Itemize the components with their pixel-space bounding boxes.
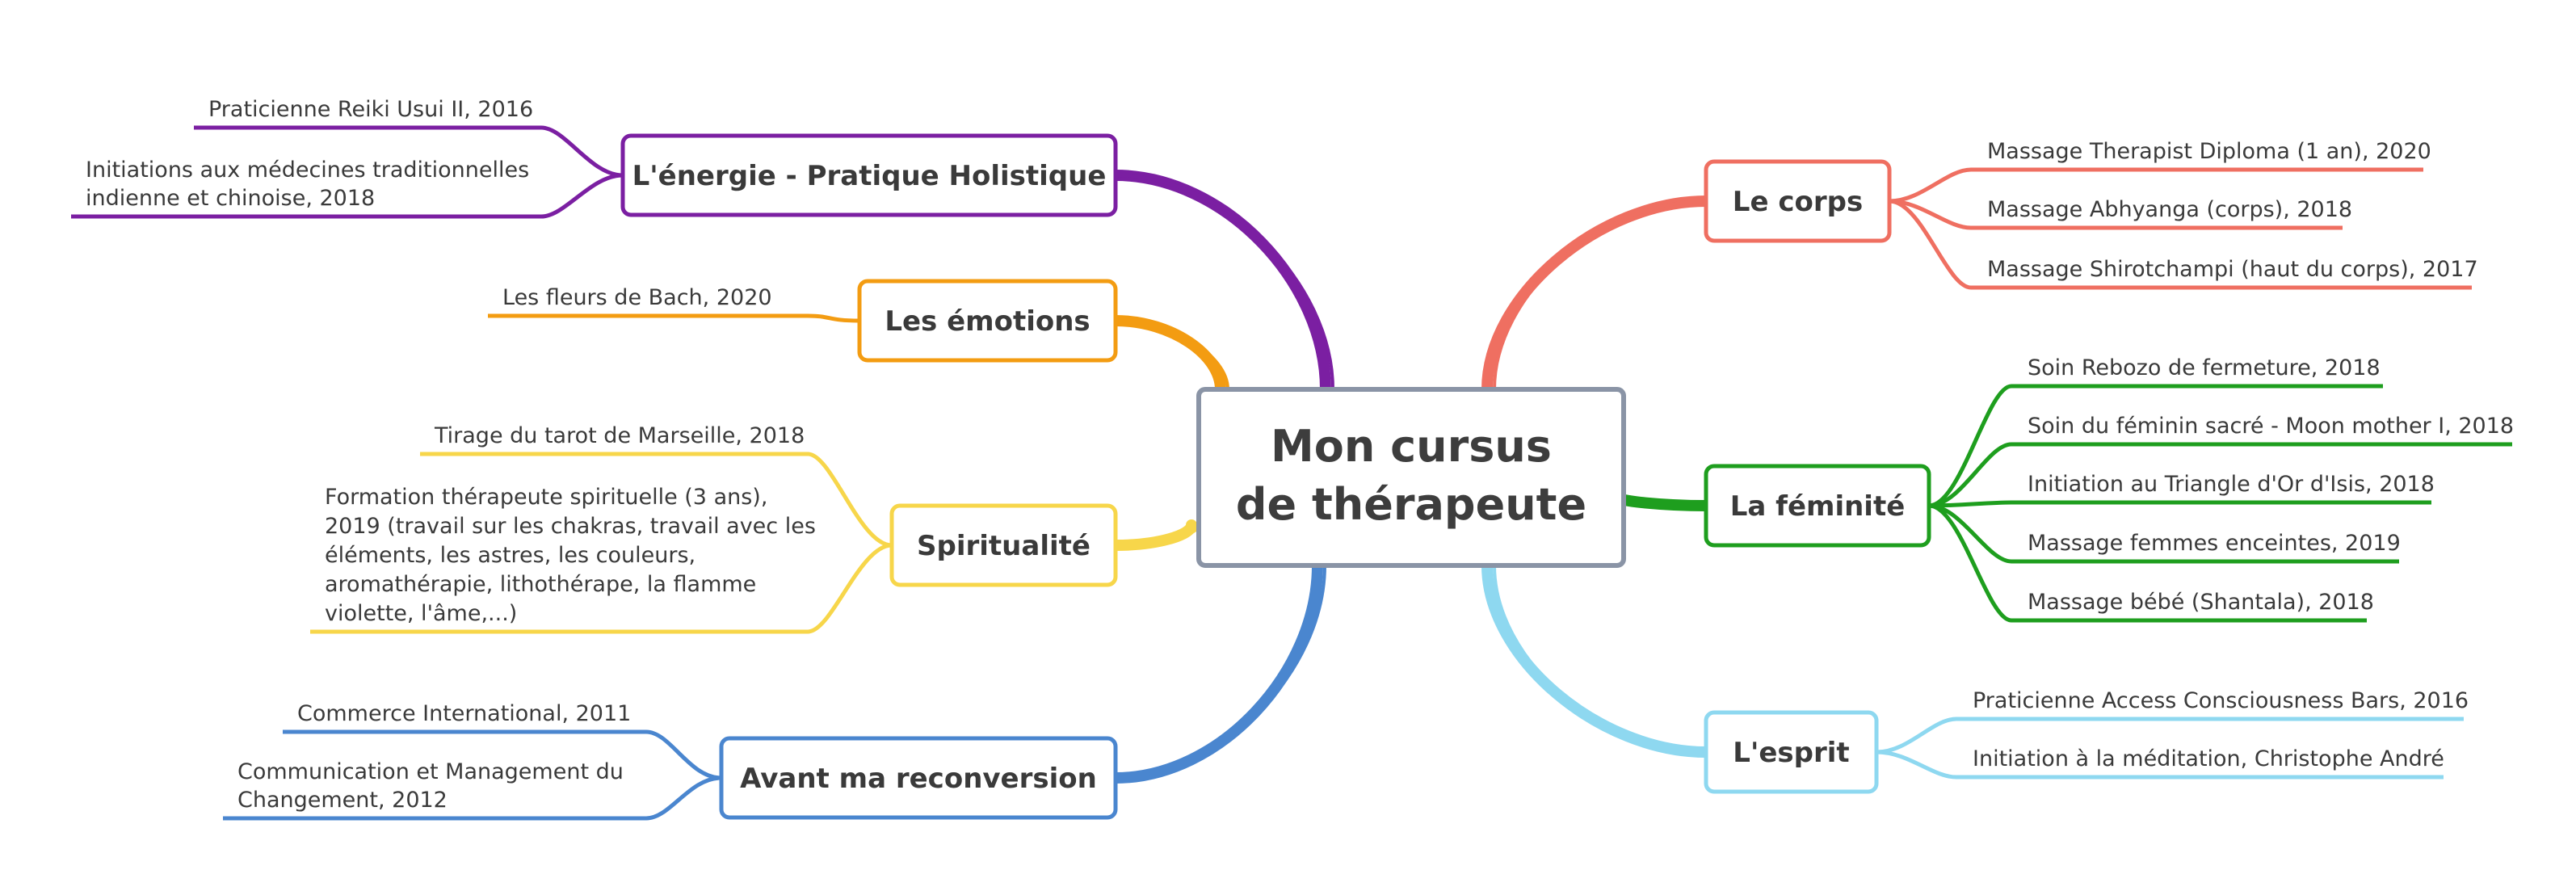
leaf-text-line: Commerce International, 2011 [297,701,631,726]
leaf-connector [1876,750,1957,780]
central-topic-line: de thérapeute [1236,479,1586,530]
branch-connector-esprit [1481,560,1712,758]
leaf-connector [1876,717,1957,754]
topic-label-spiritualite: Spiritualité [917,530,1090,562]
topic-reconversion[interactable]: Avant ma reconversion [719,736,1118,820]
topic-corps[interactable]: Le corps [1704,159,1892,243]
topic-label-esprit: L'esprit [1733,737,1849,769]
leaf-text-line: Tirage du tarot de Marseille, 2018 [434,423,805,448]
leaf-connector [1928,384,2012,508]
leaf-connector [1928,503,2012,623]
leaf-text-line: Les fleurs de Bach, 2020 [502,285,772,310]
leaf-energie-1[interactable]: Initiations aux médecines traditionnelle… [71,158,624,219]
branch-connector-thin-energie [1115,174,1334,390]
leaf-connector [807,543,893,634]
leaf-text-line: violette, l'âme,...) [325,601,517,626]
leaf-text-line: Soin Rebozo de fermeture, 2018 [2028,355,2381,380]
leaf-text-line: Massage Therapist Diploma (1 an), 2020 [1987,139,2431,164]
leaf-connector [645,775,722,821]
branch-connector-thin-emotions [1115,319,1229,390]
topic-box-spiritualite [889,503,1118,587]
branch-connector-thin-corps [1493,200,1707,390]
leaf-connector [1928,442,2012,508]
topic-box-energie [620,133,1118,217]
topic-label-emotions: Les émotions [885,305,1090,338]
branch-connector-thin-esprit [1493,565,1707,754]
leaf-text-line: indienne et chinoise, 2018 [86,186,375,211]
leaf-corps-1[interactable]: Massage Abhyanga (corps), 2018 [1889,197,2352,230]
leaf-text-line: Massage bébé (Shantala), 2018 [2028,590,2374,615]
leaf-emotions-0[interactable]: Les fleurs de Bach, 2020 [488,285,860,323]
leaf-connector [540,125,624,178]
leaf-feminite-0[interactable]: Soin Rebozo de fermeture, 2018 [1928,355,2383,508]
leaf-reconversion-1[interactable]: Communication et Management du Changement… [223,759,722,821]
topic-label-feminite: La féminité [1730,490,1906,523]
leaf-text-line: 2019 (travail sur les chakras, travail a… [325,514,816,539]
central-topic-line: Mon cursus [1271,421,1552,472]
topic-layer: Mon cursus de thérapeute L'énergie - Prati… [620,133,1931,820]
leaf-text-line: Initiations aux médecines traditionnelle… [86,158,529,183]
leaf-connector [1889,199,1972,290]
topic-spiritualite[interactable]: Spiritualité [889,503,1118,587]
leaf-text-line: Initiation à la méditation, Christophe A… [1973,746,2444,771]
leaf-esprit-1[interactable]: Initiation à la méditation, Christophe A… [1876,746,2444,780]
leaf-corps-2[interactable]: Massage Shirotchampi (haut du corps), 20… [1889,199,2478,290]
leaf-connector [807,313,860,323]
topic-box-feminite [1704,464,1931,548]
branch-connector-corps [1481,195,1712,395]
leaf-reconversion-0[interactable]: Commerce International, 2011 [283,701,722,780]
leaf-connector [1889,167,1972,204]
leaf-text-line: Communication et Management du [237,759,624,784]
leaf-feminite-1[interactable]: Soin du féminin sacré - Moon mother I, 2… [1928,414,2514,508]
leaf-text-line: Initiation au Triangle d'Or d'Isis, 2018 [2028,472,2435,497]
topic-label-energie: L'énergie - Pratique Holistique [632,160,1107,192]
branch-connector-thin-reconversion [1115,565,1326,780]
leaf-text-line: Praticienne Reiki Usui II, 2016 [208,97,533,122]
leaf-text-line: éléments, les astres, les couleurs, [325,543,695,568]
leaf-text-line: Formation thérapeute spirituelle (3 ans)… [325,485,767,510]
topic-box-reconversion [719,736,1118,820]
leaf-energie-0[interactable]: Praticienne Reiki Usui II, 2016 [194,97,624,178]
leaf-esprit-0[interactable]: Praticienne Access Consciousness Bars, 2… [1876,688,2469,754]
topic-label-corps: Le corps [1733,186,1863,218]
leaf-text-line: Massage Abhyanga (corps), 2018 [1987,197,2352,222]
leaf-text-line: Praticienne Access Consciousness Bars, 2… [1973,688,2469,713]
leaf-text-line: aromathérapie, lithothérape, la flamme [325,572,756,597]
leaf-connector [807,452,893,548]
topic-energie[interactable]: L'énergie - Pratique Holistique [620,133,1118,217]
leaf-text-line: Massage femmes enceintes, 2019 [2028,531,2401,556]
topic-emotions[interactable]: Les émotions [857,279,1118,363]
leaf-layer: Praticienne Reiki Usui II, 2016Initiatio… [71,97,2514,821]
topic-box-corps [1704,159,1892,243]
leaf-feminite-4[interactable]: Massage bébé (Shantala), 2018 [1928,503,2374,623]
leaf-spiritualite-1[interactable]: Formation thérapeute spirituelle (3 ans)… [310,485,893,634]
leaf-connector [540,173,624,219]
leaf-spiritualite-0[interactable]: Tirage du tarot de Marseille, 2018 [420,423,893,548]
leaf-text-line: Massage Shirotchampi (haut du corps), 20… [1987,257,2478,282]
topic-esprit[interactable]: L'esprit [1704,710,1879,794]
leaf-text-line: Soin du féminin sacré - Moon mother I, 2… [2028,414,2514,439]
leaf-feminite-2[interactable]: Initiation au Triangle d'Or d'Isis, 2018 [1928,472,2435,508]
central-topic-box [1196,387,1626,568]
leaf-corps-0[interactable]: Massage Therapist Diploma (1 an), 2020 [1889,139,2431,204]
leaf-feminite-3[interactable]: Massage femmes enceintes, 2019 [1928,503,2401,564]
leaf-text-line: Changement, 2012 [237,788,448,813]
leaf-connector [645,729,722,780]
topic-feminite[interactable]: La féminité [1704,464,1931,548]
topic-box-esprit [1704,710,1879,794]
topic-box-emotions [857,279,1118,363]
topic-label-reconversion: Avant ma reconversion [740,763,1097,795]
central-topic[interactable]: Mon cursus de thérapeute [1196,387,1626,568]
